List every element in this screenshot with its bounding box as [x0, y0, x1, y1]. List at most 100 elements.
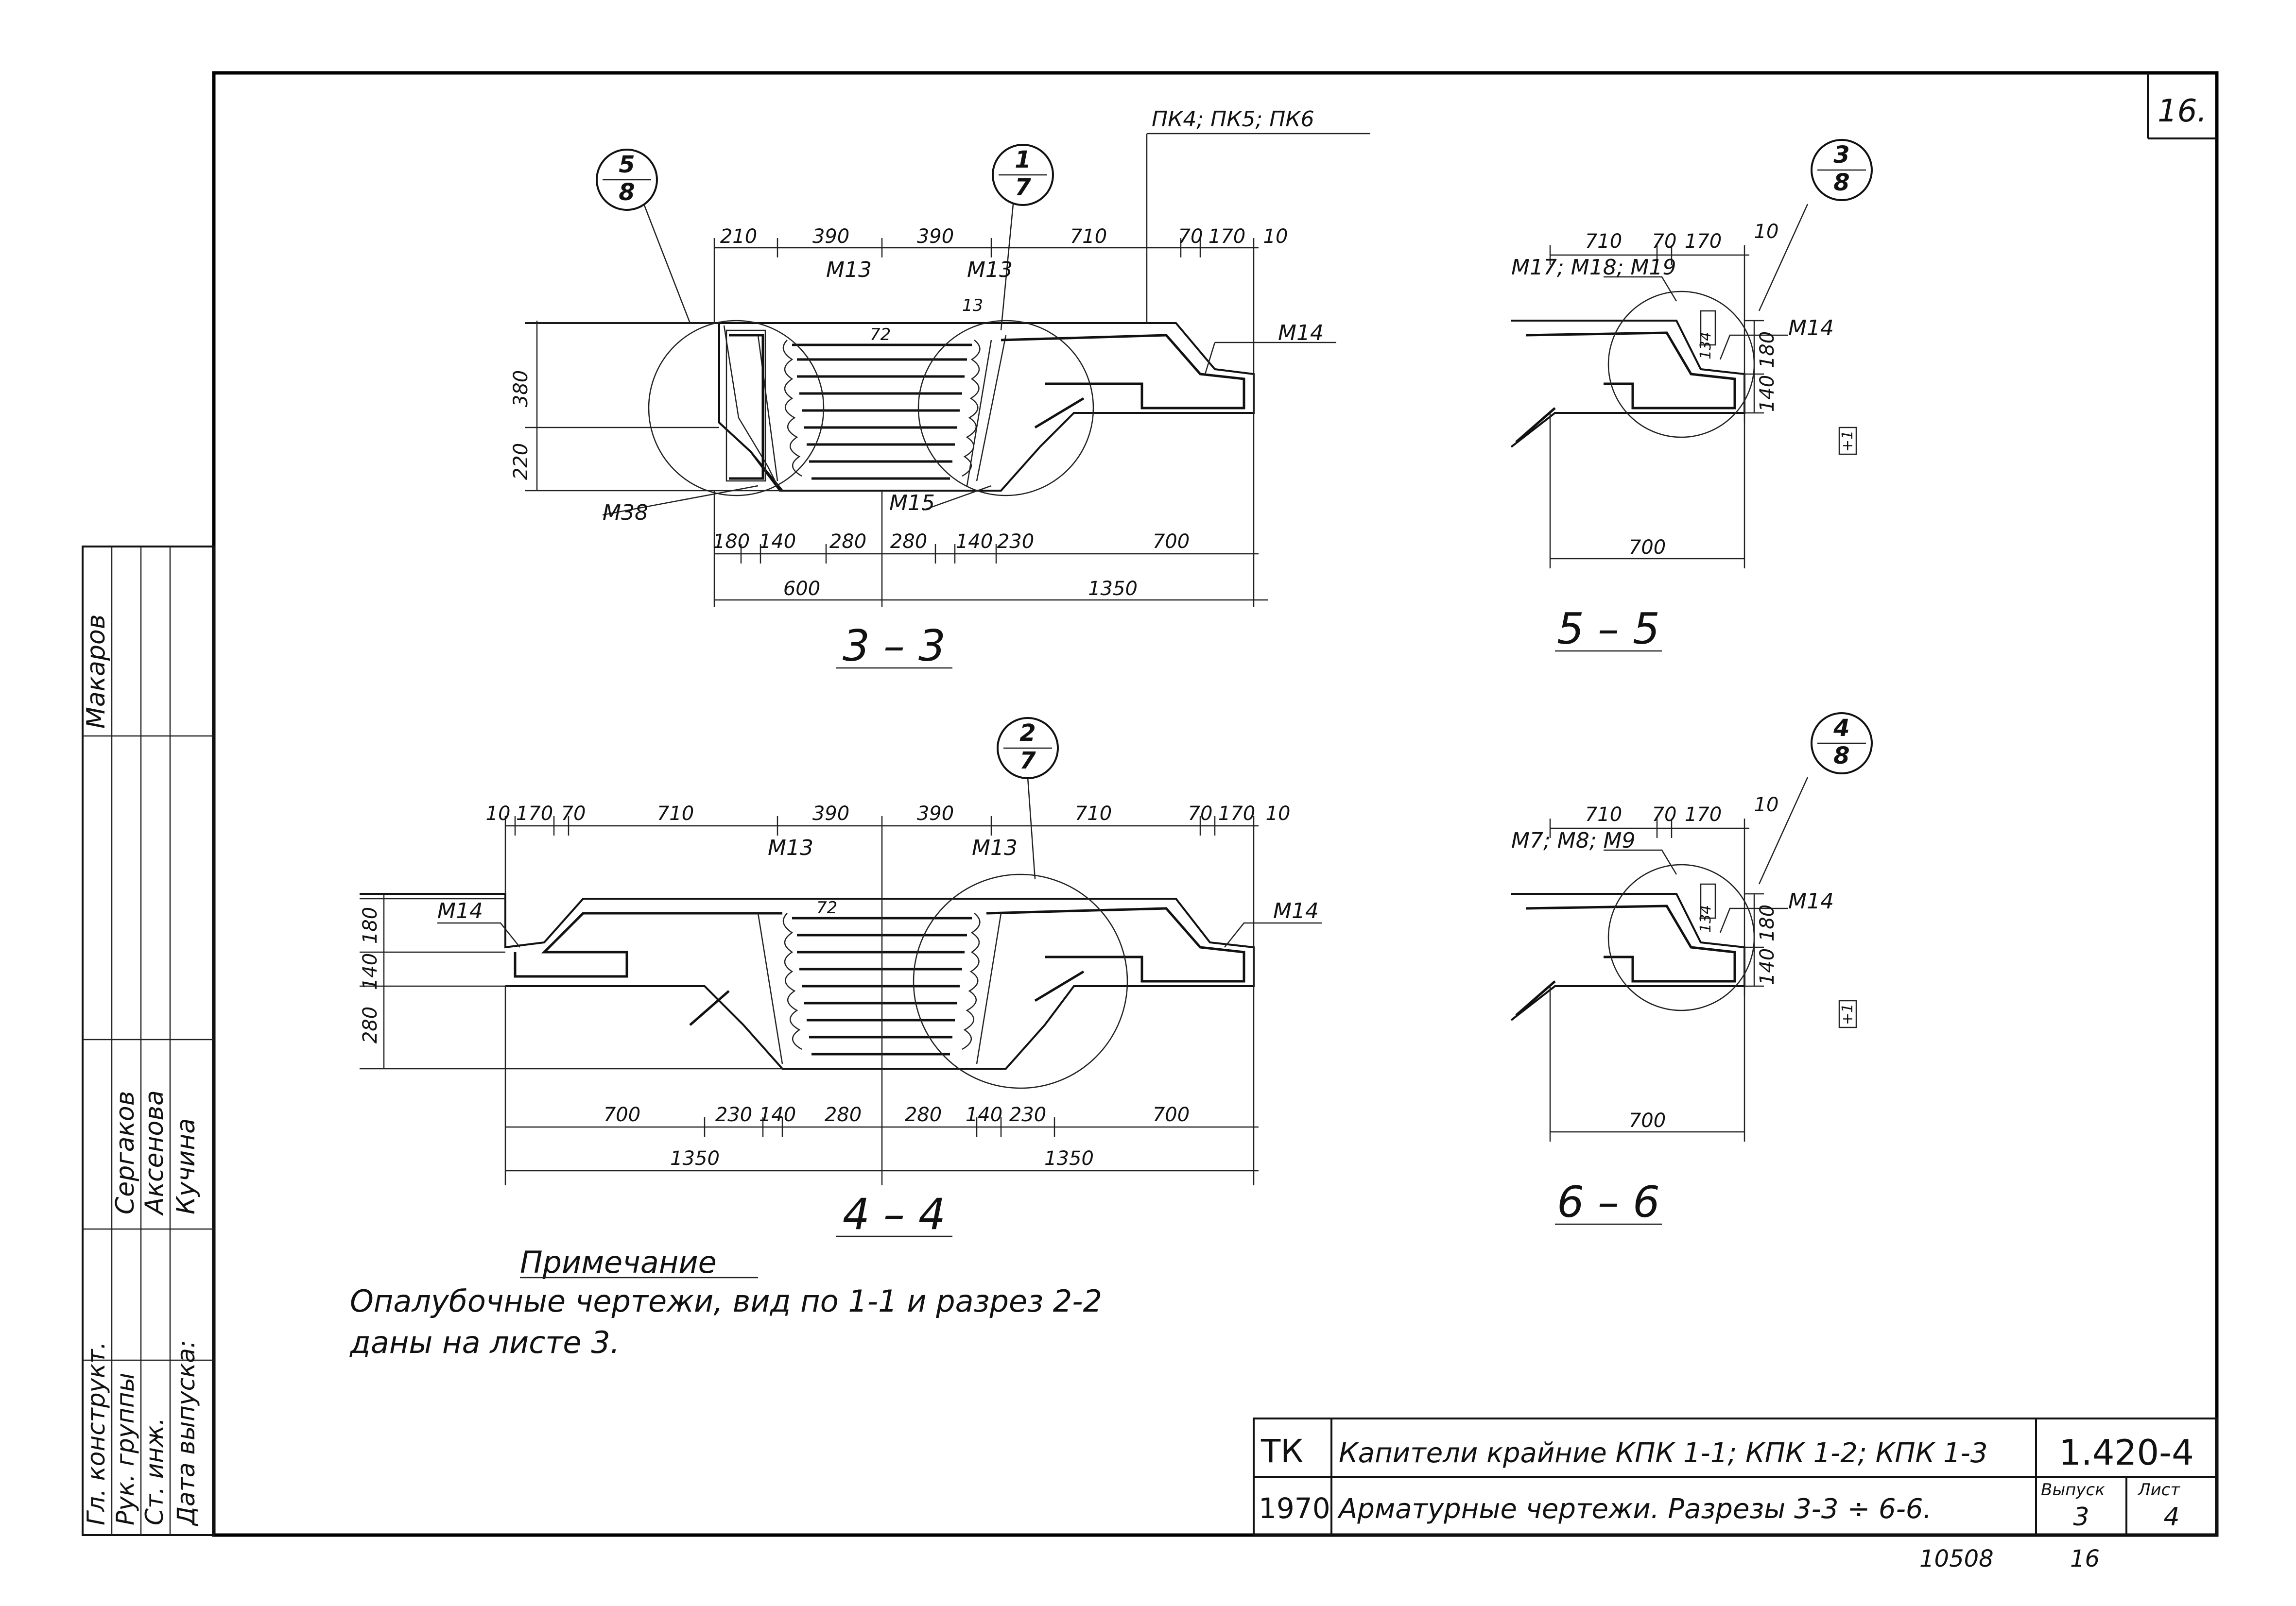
bubble-3-8: [1811, 139, 1873, 201]
mark-4-4-m13-left: М13: [768, 836, 813, 860]
dim-3-3-bot-140b: 140: [956, 530, 993, 553]
bubble-3-8-top: 3: [1833, 141, 1849, 169]
dim-3-3-bot-280b: 280: [890, 530, 927, 553]
role-engineer: Ст. инж.: [140, 1418, 169, 1525]
dim-4-4-top-390a: 390: [812, 803, 849, 825]
dim-3-3-top-710: 710: [1070, 225, 1107, 248]
dim-4-4-top-70b: 70: [1188, 803, 1213, 825]
title-doc-code: 1.420-4: [2059, 1432, 2194, 1473]
name-makarov: Макаров: [82, 615, 111, 729]
dim-3-3-total-1350: 1350: [1088, 578, 1138, 600]
dim-6-6-top-170: 170: [1685, 803, 1722, 826]
dim-3-3-bot-280a: 280: [829, 530, 866, 553]
name-kuchina: Кучина: [172, 1118, 201, 1214]
dim-6-6-top-10: 10: [1754, 794, 1779, 816]
sheet-number: 16.: [2158, 93, 2207, 129]
role-group-lead: Рук. группы: [111, 1373, 139, 1525]
mark-5-5-plus1: +1: [1839, 430, 1856, 452]
dim-6-6-top-710: 710: [1585, 803, 1622, 826]
mark-3-3-m15: М15: [889, 491, 935, 515]
section-5-5-title: 5 – 5: [1557, 604, 1660, 654]
section-5-5-drawing: [1510, 204, 1857, 652]
bubble-3-8-bottom: 8: [1833, 169, 1849, 196]
dim-4-4-bot-140b: 140: [966, 1104, 1002, 1126]
mark-4-4-m13-right: М13: [972, 836, 1018, 860]
mark-6-6-m7: М7; М8; М9: [1511, 828, 1636, 853]
title-name-line2: Арматурные чертежи. Разрезы 3-3 ÷ 6-6.: [1337, 1493, 1932, 1525]
bubble-2-7-top: 2: [1019, 719, 1036, 747]
title-block-frame: [1253, 1418, 2218, 1536]
dim-5-5-top-170: 170: [1685, 230, 1722, 253]
mark-6-6-m14: М14: [1788, 889, 1834, 914]
title-sheet-value: 4: [2163, 1503, 2179, 1532]
dim-4-4-total-left: 1350: [670, 1147, 720, 1170]
mark-6-6-plus1: +1: [1839, 1004, 1856, 1025]
dim-4-4-left-280: 280: [359, 1007, 381, 1043]
dim-3-3-top-170: 170: [1208, 225, 1245, 248]
title-issue-value: 3: [2073, 1503, 2089, 1532]
dim-3-3-left-220: 220: [510, 443, 532, 480]
dim-3-3-top-390b: 390: [917, 225, 954, 248]
dim-5-5-bot-700: 700: [1629, 536, 1666, 559]
leader-pk: ПК4; ПК5; ПК6: [1152, 107, 1314, 132]
mark-3-3-m14: М14: [1278, 321, 1324, 345]
bubble-2-7-bottom: 7: [1019, 747, 1036, 774]
archive-number: 10508: [1919, 1545, 1994, 1572]
dim-3-3-top-390a: 390: [812, 225, 849, 248]
mark-5-5-m17: М17; М18; М19: [1511, 255, 1676, 280]
dim-5-5-right-140: 140: [1756, 375, 1778, 412]
dim-3-3-bot-230: 230: [997, 530, 1034, 553]
dim-4-4-top-170b: 170: [1218, 803, 1255, 825]
title-issue-label: Выпуск: [2041, 1480, 2105, 1500]
bubble-4-8-top: 4: [1833, 715, 1849, 742]
dim-4-4-top-10b: 10: [1266, 803, 1291, 825]
section-6-6-drawing: [1510, 777, 1857, 1225]
section-4-4-drawing: [360, 777, 1322, 1237]
dim-4-4-top-390b: 390: [917, 803, 954, 825]
dim-4-4-top-710a: 710: [657, 803, 694, 825]
mark-3-3-72: 72: [870, 325, 891, 344]
dim-4-4-left-140: 140: [359, 953, 381, 990]
note-heading: Примечание: [520, 1245, 717, 1280]
dim-4-4-bot-280b: 280: [905, 1104, 942, 1126]
mark-3-3-m38: М38: [603, 500, 648, 525]
section-3-3-title: 3 – 3: [843, 621, 946, 671]
bubble-4-8: [1811, 712, 1873, 774]
mark-4-4-m14-right: М14: [1273, 899, 1319, 923]
note-line-2: даны на листе 3.: [349, 1325, 620, 1360]
note-line-1: Опалубочные чертежи, вид по 1-1 и разрез…: [350, 1283, 1102, 1319]
dim-4-4-top-710b: 710: [1075, 803, 1112, 825]
name-sergakov: Сергаков: [111, 1091, 140, 1214]
role-date: Дата выпуска:: [172, 1340, 200, 1526]
dim-3-3-bot-700: 700: [1153, 530, 1190, 553]
dim-4-4-bot-700b: 700: [1153, 1104, 1190, 1126]
title-org: ТК: [1260, 1433, 1303, 1470]
role-chief: Гл. конструкт.: [82, 1342, 110, 1525]
bubble-1-7-bottom: 7: [1015, 174, 1031, 201]
dim-3-3-total-600: 600: [783, 578, 820, 600]
dim-6-6-bot-700: 700: [1629, 1110, 1666, 1132]
bubble-1-7: [992, 144, 1054, 206]
dim-5-5-top-70: 70: [1652, 230, 1677, 253]
dim-3-3-bot-180: 180: [713, 530, 750, 553]
title-year: 1970: [1259, 1492, 1330, 1525]
dim-5-5-right-180: 180: [1756, 331, 1778, 368]
bubble-2-7: [997, 717, 1059, 779]
name-aksenova: Аксенова: [140, 1090, 169, 1216]
dim-4-4-bot-700a: 700: [604, 1104, 640, 1126]
mark-5-5-m14: М14: [1788, 316, 1834, 341]
dim-5-5-top-10: 10: [1754, 221, 1779, 243]
mark-6-6-134: 134: [1697, 905, 1714, 933]
dim-4-4-top-10a: 10: [486, 803, 511, 825]
bubble-5-8: [596, 149, 658, 211]
dim-4-4-bot-230b: 230: [1009, 1104, 1046, 1126]
bubble-4-8-bottom: 8: [1833, 742, 1849, 769]
dim-6-6-top-70: 70: [1652, 803, 1677, 826]
mark-4-4-72: 72: [816, 898, 837, 918]
mark-3-3-m13-right: М13: [967, 257, 1013, 282]
mark-3-3-m13-left: М13: [826, 257, 872, 282]
dim-3-3-top-10: 10: [1263, 225, 1288, 248]
dim-4-4-bot-140a: 140: [759, 1104, 796, 1126]
dim-4-4-top-70a: 70: [561, 803, 586, 825]
